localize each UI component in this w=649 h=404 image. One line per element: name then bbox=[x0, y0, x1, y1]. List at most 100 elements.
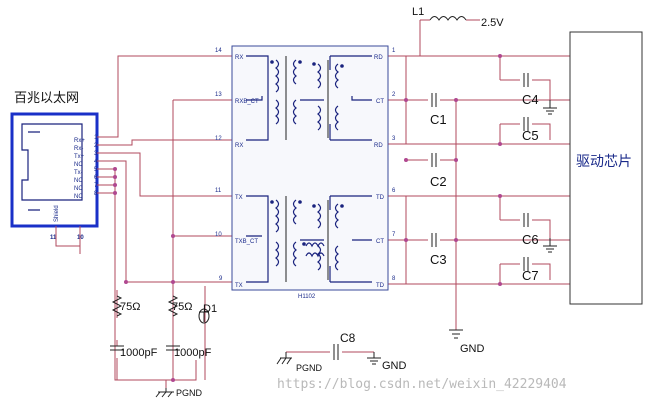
junction-dot bbox=[113, 183, 117, 187]
capacitor-c3: C3 bbox=[430, 233, 447, 267]
rj45-pin-number: 5 bbox=[94, 167, 98, 173]
shield-pin-number: 10 bbox=[77, 235, 84, 241]
junction-dot bbox=[404, 238, 408, 242]
wire-unused-pins bbox=[97, 168, 115, 194]
transformer-pin-label: CT bbox=[376, 99, 384, 105]
rj45-pin-number: 1 bbox=[94, 135, 98, 141]
wire-rx-plus bbox=[97, 55, 232, 138]
ground-label: GND bbox=[460, 343, 485, 355]
junction-dot bbox=[498, 54, 502, 58]
driver-chip-label: 驱动芯片 bbox=[576, 153, 632, 169]
rj45-jack-body bbox=[21, 123, 83, 201]
transformer-pin-number: 11 bbox=[215, 188, 222, 194]
transformer-pin-label: TD bbox=[376, 283, 385, 289]
internal-winding-wiring bbox=[300, 195, 372, 283]
transformer-pin-number: 13 bbox=[215, 92, 222, 98]
rj45-pin-label: NC bbox=[74, 162, 83, 168]
wire-shield-loop bbox=[55, 226, 81, 247]
junction-dot bbox=[171, 280, 175, 284]
rj45-pin-number: 7 bbox=[94, 183, 98, 189]
rj45-pin-number: 4 bbox=[94, 159, 98, 165]
capacitor-symbol bbox=[431, 233, 437, 247]
coil-winding bbox=[275, 99, 280, 125]
polarity-dot bbox=[312, 62, 316, 66]
choke-coil bbox=[305, 242, 325, 248]
diode-label: D1 bbox=[203, 303, 217, 315]
inductor-ref: L1 bbox=[412, 6, 424, 18]
transformer-pin-number: 9 bbox=[219, 276, 223, 282]
capacitor-label: C3 bbox=[430, 252, 447, 267]
capacitor-symbol bbox=[431, 153, 437, 167]
ground-main: GND bbox=[449, 329, 485, 355]
wires bbox=[55, 19, 570, 388]
coil-winding bbox=[317, 105, 322, 131]
junction-dot bbox=[171, 234, 175, 238]
transformer-coil-top bbox=[275, 56, 339, 140]
rj45-pin-label: Rx+ bbox=[74, 138, 85, 144]
coil-winding bbox=[334, 245, 339, 271]
coil-winding bbox=[334, 203, 339, 229]
transformer-pin-label: RX bbox=[235, 143, 243, 149]
transformer-pin-number: 12 bbox=[215, 136, 222, 142]
coil-winding bbox=[275, 241, 280, 267]
capacitor-symbol bbox=[166, 345, 180, 351]
inductor-l1: L1 2.5V bbox=[412, 6, 504, 29]
coil-winding bbox=[292, 241, 297, 267]
junction-dots bbox=[113, 54, 502, 382]
chassis-ground-symbol bbox=[276, 352, 292, 365]
junction-dot bbox=[498, 282, 502, 286]
internal-winding-wiring bbox=[246, 55, 269, 141]
internal-winding-wiring bbox=[300, 55, 372, 141]
rj45-pin-label: Rx- bbox=[74, 146, 83, 152]
capacitor-c2: C2 bbox=[430, 153, 447, 189]
termination-network: 75Ω 1000pF 75Ω 1000pF D1 PGND bbox=[110, 295, 217, 398]
supply-voltage: 2.5V bbox=[481, 17, 504, 29]
pgnd-label: PGND bbox=[296, 363, 323, 373]
rj45-pin-number: 6 bbox=[94, 175, 98, 181]
capacitor-symbol bbox=[523, 117, 529, 131]
wire-c5 bbox=[499, 123, 551, 144]
resistor-symbol bbox=[111, 295, 123, 317]
capacitor-label: C1 bbox=[430, 112, 447, 127]
coil-winding bbox=[292, 59, 297, 85]
polarity-dot bbox=[302, 242, 306, 246]
rj45-pin-numbers: 1 2 3 4 5 6 7 8 bbox=[94, 135, 98, 197]
capacitor-c5: C5 bbox=[522, 117, 539, 143]
diode-symbol bbox=[198, 308, 210, 324]
resistor-label: 75Ω bbox=[120, 301, 140, 313]
ground-label: GND bbox=[382, 360, 407, 372]
polarity-dot bbox=[312, 204, 316, 208]
transformer-pin-label: RXB_CT bbox=[235, 99, 259, 105]
choke-coil bbox=[305, 252, 325, 258]
capacitor-c7: C7 bbox=[522, 257, 539, 283]
wire-rx-minus bbox=[97, 139, 232, 146]
coil-winding bbox=[317, 245, 322, 271]
coil-winding bbox=[292, 99, 297, 125]
watermark: https://blog.csdn.net/weixin_42229404 bbox=[277, 377, 567, 392]
capacitor-c6: C6 bbox=[522, 213, 557, 253]
resistor-symbol bbox=[167, 295, 179, 317]
ground-symbol bbox=[367, 352, 381, 365]
rj45-jack-detail bbox=[28, 131, 40, 211]
transformer-pin-label: TX bbox=[235, 283, 243, 289]
ground-symbol bbox=[543, 100, 557, 115]
rj45-pin-number: 3 bbox=[94, 151, 98, 157]
capacitor-symbol bbox=[110, 345, 124, 351]
coil-winding bbox=[317, 203, 322, 229]
capacitor-symbol bbox=[333, 344, 339, 360]
capacitor-value: 1000pF bbox=[174, 347, 212, 359]
transformer-pin-label: RX bbox=[235, 55, 243, 61]
junction-dot bbox=[404, 158, 408, 162]
rj45-outline bbox=[10, 112, 99, 228]
transformer-pin-number: 14 bbox=[215, 48, 222, 54]
capacitor-c4: C4 bbox=[522, 73, 557, 115]
rj45-pin-label: NC bbox=[74, 186, 83, 192]
junction-dot bbox=[498, 194, 502, 198]
coil-winding bbox=[292, 199, 297, 225]
capacitor-symbol bbox=[523, 73, 529, 87]
transformer-pin-number: 10 bbox=[215, 232, 222, 238]
wire-nc-bus bbox=[114, 169, 180, 381]
capacitor-c8: C8 PGND GND bbox=[276, 331, 407, 373]
rj45-pin-number: 8 bbox=[94, 191, 98, 197]
transformer-pin-number: 8 bbox=[392, 276, 396, 282]
